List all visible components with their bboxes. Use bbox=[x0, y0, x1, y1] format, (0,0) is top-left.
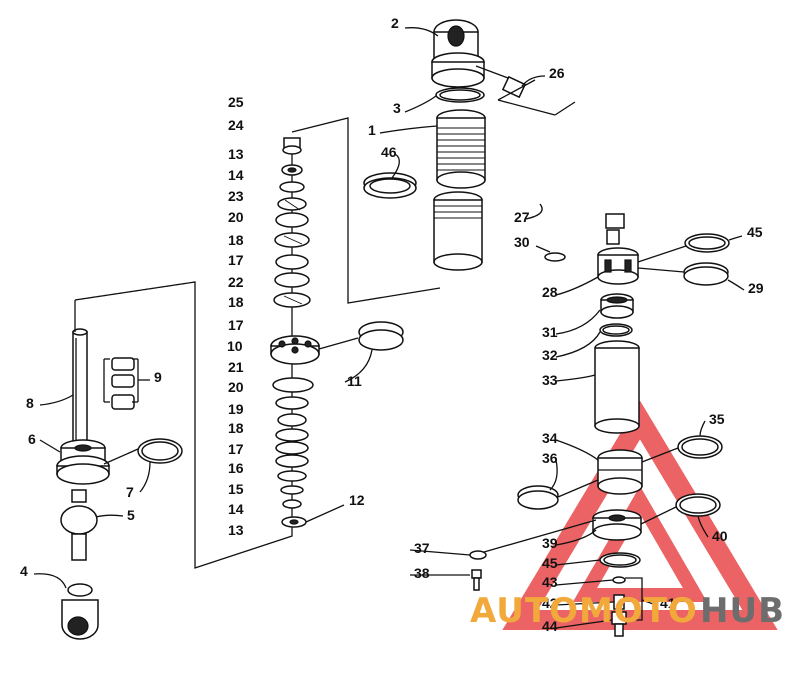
part-label-16: 16 bbox=[228, 460, 244, 476]
part-label-28: 28 bbox=[542, 284, 558, 300]
leader-lines bbox=[33, 27, 745, 629]
part-label-35: 35 bbox=[709, 411, 725, 427]
part-label-6: 6 bbox=[28, 431, 36, 447]
part-label-36: 36 bbox=[542, 450, 558, 466]
part-label-40: 40 bbox=[712, 528, 728, 544]
part-label-27: 27 bbox=[514, 209, 530, 225]
part-number-labels: 1234567891011121314232018172218172524212… bbox=[20, 15, 764, 634]
part-label-11: 11 bbox=[347, 373, 362, 389]
part-label-10: 10 bbox=[227, 338, 243, 354]
part-label-12: 12 bbox=[349, 492, 365, 508]
part-label-17a: 17 bbox=[228, 252, 244, 268]
part-label-24: 24 bbox=[228, 117, 244, 133]
part-label-34: 34 bbox=[542, 430, 558, 446]
part-label-14a: 14 bbox=[228, 167, 244, 183]
watermark-triangle-inner bbox=[572, 486, 708, 602]
part-label-17b: 17 bbox=[228, 317, 244, 333]
valve-stack bbox=[270, 117, 441, 528]
part-label-19: 19 bbox=[228, 401, 244, 417]
part-label-20a: 20 bbox=[228, 209, 244, 225]
watermark-brand-b: HUB bbox=[700, 591, 785, 631]
part-label-18a: 18 bbox=[228, 232, 244, 248]
part-label-38: 38 bbox=[414, 565, 430, 581]
part-label-39: 39 bbox=[542, 535, 558, 551]
part-label-13b: 13 bbox=[228, 522, 244, 538]
part-label-42: 42 bbox=[542, 595, 558, 611]
shaft-assembly bbox=[56, 281, 293, 640]
part-label-43: 43 bbox=[542, 574, 558, 590]
part-label-45a: 45 bbox=[747, 224, 763, 240]
part-label-22: 22 bbox=[228, 274, 244, 290]
part-label-15: 15 bbox=[228, 481, 244, 497]
part-label-5: 5 bbox=[127, 507, 135, 523]
shock-body-assembly bbox=[363, 19, 625, 271]
part-label-37: 37 bbox=[414, 540, 430, 556]
part-label-29: 29 bbox=[748, 280, 764, 296]
part-label-13a: 13 bbox=[228, 146, 244, 162]
reservoir-assembly bbox=[469, 229, 730, 637]
part-label-2: 2 bbox=[391, 15, 399, 31]
part-label-4: 4 bbox=[20, 563, 28, 579]
watermark-brand-a: AUTOMOTO bbox=[470, 591, 698, 631]
part-label-9: 9 bbox=[154, 369, 162, 385]
part-label-41: 41 bbox=[660, 595, 676, 611]
part-label-30: 30 bbox=[514, 234, 530, 250]
part-label-32: 32 bbox=[542, 347, 558, 363]
part-label-44: 44 bbox=[542, 618, 558, 634]
part-label-7: 7 bbox=[126, 484, 134, 500]
part-label-17c: 17 bbox=[228, 441, 244, 457]
part-label-46: 46 bbox=[381, 144, 397, 160]
part-label-26: 26 bbox=[549, 65, 565, 81]
part-label-31: 31 bbox=[542, 324, 558, 340]
part-label-14b: 14 bbox=[228, 501, 244, 517]
part-label-18c: 18 bbox=[228, 420, 244, 436]
part-label-3: 3 bbox=[393, 100, 401, 116]
part-label-20b: 20 bbox=[228, 379, 244, 395]
part-label-21: 21 bbox=[228, 359, 244, 375]
part-label-18b: 18 bbox=[228, 294, 244, 310]
watermark-text: AUTOMOTO HUB bbox=[470, 591, 785, 631]
part-label-33: 33 bbox=[542, 372, 558, 388]
part-label-1: 1 bbox=[368, 122, 376, 138]
part-label-23: 23 bbox=[228, 188, 244, 204]
part-label-45b: 45 bbox=[542, 555, 558, 571]
part-label-8: 8 bbox=[26, 395, 34, 411]
part-label-25: 25 bbox=[228, 94, 244, 110]
